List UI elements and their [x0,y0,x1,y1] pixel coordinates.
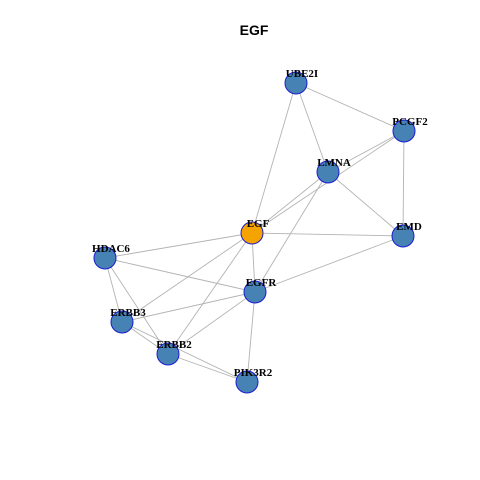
node-pcgf2: PCGF2 [392,116,428,143]
edge-ube2i-pcgf2 [295,82,405,132]
node-ube2i: UBE2I [284,68,318,95]
edge-pcgf2-lmna [327,130,405,173]
edge-egfr-erbb2 [167,291,256,355]
node-label-pcgf2: PCGF2 [392,116,428,128]
node-circle-egfr [243,280,267,304]
node-egf: EGF [240,218,270,245]
node-circle-pcgf2 [392,119,416,143]
node-label-egfr: EGFR [246,277,278,289]
graph-title: EGF [240,22,269,38]
node-label-pik3r2: PIK3R2 [234,367,273,379]
edge-lmna-egf [251,171,329,234]
node-circle-egf [240,221,264,245]
node-hdac6: HDAC6 [92,243,130,270]
node-lmna: LMNA [316,157,351,184]
edge-pcgf2-emd [402,130,405,237]
edge-erbb3-pik3r2 [121,321,248,383]
edge-egf-hdac6 [104,232,253,259]
node-label-erbb2: ERBB2 [156,339,192,351]
node-circle-erbb2 [156,342,180,366]
node-label-lmna: LMNA [317,157,351,169]
node-erbb2: ERBB2 [156,339,192,366]
node-erbb3: ERBB3 [110,307,146,334]
edge-emd-egfr [254,235,404,293]
edge-lmna-egfr [254,171,329,293]
edge-ube2i-lmna [295,82,329,173]
node-label-hdac6: HDAC6 [92,243,130,255]
node-circle-lmna [316,160,340,184]
edge-hdac6-erbb2 [104,257,169,355]
node-circle-emd [391,224,415,248]
node-pik3r2: PIK3R2 [234,367,273,394]
node-circle-pik3r2 [235,370,259,394]
edge-erbb2-pik3r2 [167,353,248,383]
edge-egf-erbb3 [121,232,253,323]
node-circle-ube2i [284,71,308,95]
edge-egf-emd [251,232,404,237]
node-circle-erbb3 [110,310,134,334]
edge-egf-erbb2 [167,232,253,355]
edge-hdac6-egfr [104,257,256,293]
node-label-emd: EMD [396,221,422,233]
node-emd: EMD [391,221,422,248]
edge-egfr-pik3r2 [246,291,256,383]
node-label-erbb3: ERBB3 [110,307,146,319]
edge-lmna-emd [327,171,404,237]
node-circle-hdac6 [93,246,117,270]
node-egfr: EGFR [243,277,278,304]
edge-ube2i-egf [251,82,297,234]
edge-egfr-erbb3 [121,291,256,323]
node-label-egf: EGF [247,218,270,230]
node-label-ube2i: UBE2I [286,68,318,80]
